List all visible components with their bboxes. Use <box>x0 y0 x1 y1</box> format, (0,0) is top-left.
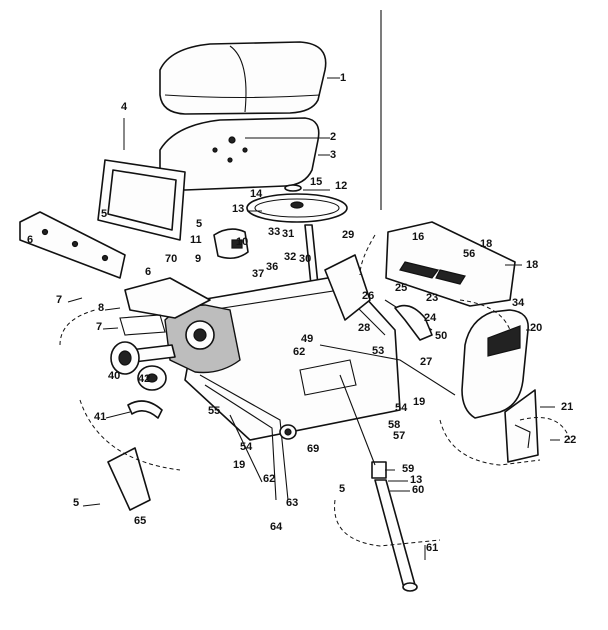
callout-c9: 9 <box>195 253 201 265</box>
callout-c22: 22 <box>564 434 576 446</box>
hood <box>385 221 516 307</box>
callout-c57: 57 <box>393 430 405 442</box>
callout-c69: 69 <box>307 443 319 455</box>
callout-c5b: 5 <box>196 218 202 230</box>
callout-c54a: 54 <box>395 402 408 414</box>
callout-c56: 56 <box>463 248 475 260</box>
callout-c5d: 5 <box>73 497 79 509</box>
callout-c15: 15 <box>310 176 322 188</box>
seat-pan <box>159 117 330 191</box>
pulley <box>137 365 167 391</box>
callout-c16: 16 <box>412 231 424 243</box>
callout-c10: 10 <box>236 236 248 248</box>
callout-c6a: 6 <box>27 234 33 246</box>
callout-c19a: 19 <box>413 396 425 408</box>
belt-guard <box>105 400 163 419</box>
callout-c63: 63 <box>286 497 298 509</box>
callout-c23: 23 <box>426 292 438 304</box>
callout-c60: 60 <box>412 484 424 496</box>
callout-c26: 26 <box>362 290 374 302</box>
callout-c18b: 18 <box>526 259 538 271</box>
callout-c3: 3 <box>330 149 336 161</box>
callout-c61: 61 <box>426 542 438 554</box>
callout-c70: 70 <box>165 253 177 265</box>
callout-c5c: 5 <box>339 483 345 495</box>
callout-c6b: 6 <box>145 266 151 278</box>
seat-cushion <box>159 41 340 115</box>
callout-c28: 28 <box>358 322 370 334</box>
callout-c11: 11 <box>190 234 202 246</box>
callout-c7a: 7 <box>56 294 62 306</box>
side-panel <box>504 389 539 463</box>
callout-c59: 59 <box>402 463 414 475</box>
idler-pulley <box>279 424 297 440</box>
callout-c5a: 5 <box>101 208 107 220</box>
callout-c62b: 62 <box>263 473 275 485</box>
callout-c25: 25 <box>395 282 407 294</box>
seat-rail-bracket <box>19 211 126 279</box>
callout-c20: 20 <box>530 322 542 334</box>
callout-c30: 30 <box>299 253 311 265</box>
callout-c13b: 13 <box>410 474 422 486</box>
callout-c31: 31 <box>282 228 294 240</box>
steering-wheel <box>246 184 348 223</box>
callout-c18a: 18 <box>480 238 492 250</box>
callout-c53: 53 <box>372 345 384 357</box>
callout-c55: 55 <box>208 405 220 417</box>
axle-shaft <box>110 341 176 375</box>
transmission <box>119 277 241 374</box>
callout-c32: 32 <box>284 251 296 263</box>
callout-c19b: 19 <box>233 459 245 471</box>
callout-c40: 40 <box>108 370 120 382</box>
callout-c58: 58 <box>388 419 400 431</box>
callout-c50: 50 <box>435 330 447 342</box>
callout-c2: 2 <box>330 131 336 143</box>
phantom-outline <box>59 234 571 547</box>
callout-c33: 33 <box>268 226 280 238</box>
callout-c65: 65 <box>134 515 146 527</box>
drive-belt <box>199 374 289 501</box>
callout-c12: 12 <box>335 180 347 192</box>
callout-c21: 21 <box>561 401 573 413</box>
callout-c34: 34 <box>512 297 525 309</box>
callout-c42: 42 <box>138 373 150 385</box>
callout-c14: 14 <box>250 188 263 200</box>
key-switch <box>213 228 249 260</box>
callout-c4: 4 <box>121 101 128 113</box>
callout-c27: 27 <box>420 356 432 368</box>
linkage-rods <box>319 299 456 466</box>
callout-c8: 8 <box>98 302 104 314</box>
callout-c54b: 54 <box>240 441 253 453</box>
callout-c24: 24 <box>424 312 437 324</box>
front-grille <box>461 309 530 419</box>
main-frame <box>184 254 401 441</box>
callout-c1: 1 <box>340 72 346 84</box>
callout-c36: 36 <box>266 261 278 273</box>
callout-c29: 29 <box>342 229 354 241</box>
seat-frame <box>97 118 186 241</box>
callout-c13: 13 <box>232 203 244 215</box>
callout-c41: 41 <box>94 411 106 423</box>
callout-c62: 62 <box>293 346 305 358</box>
callout-c64: 64 <box>270 521 283 533</box>
callout-c37: 37 <box>252 268 264 280</box>
cover-plate <box>107 447 151 511</box>
callout-c7b: 7 <box>96 321 102 333</box>
callout-c49: 49 <box>301 333 313 345</box>
fastener-arrows <box>67 264 560 507</box>
